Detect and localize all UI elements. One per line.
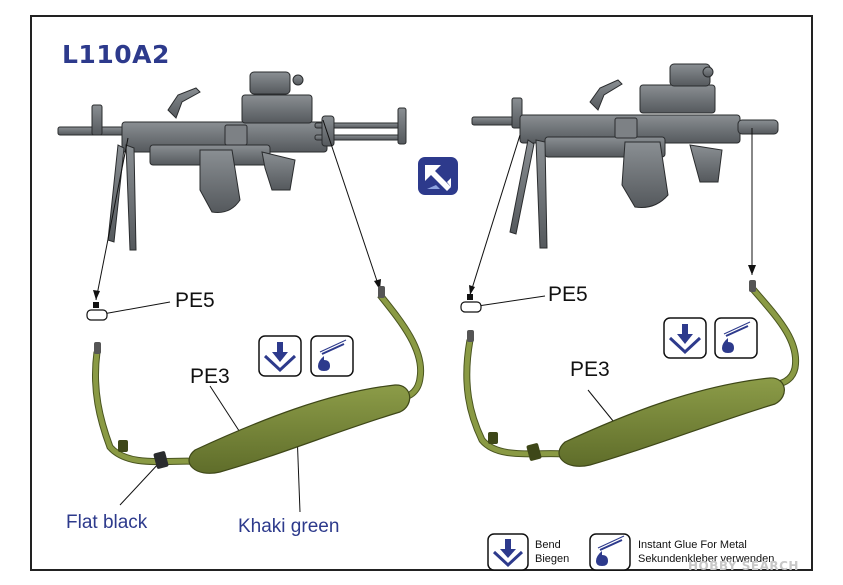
right-pe5-part	[460, 301, 482, 313]
left-machine-gun	[57, 71, 407, 251]
left-pe5-label: PE5	[175, 289, 215, 312]
color-flat-black-label: Flat black	[66, 512, 148, 533]
legend-bend-icon	[487, 533, 529, 571]
left-sling	[91, 286, 425, 474]
bend-icon	[663, 317, 707, 359]
legend-bend-line1: Bend	[535, 539, 561, 551]
legend-glue-line2: Sekundenkleber verwenden	[638, 553, 775, 565]
flip-view-icon	[418, 157, 458, 195]
left-pe5-marker	[93, 302, 99, 308]
glue-icon	[714, 317, 758, 359]
right-sling	[463, 280, 800, 467]
legend-glue-line1: Instant Glue For Metal	[638, 539, 747, 551]
right-pe3-label: PE3	[570, 358, 610, 381]
glue-icon	[310, 335, 354, 377]
right-pe5-label: PE5	[548, 283, 588, 306]
legend-glue-icon	[589, 533, 631, 571]
left-pe3-label: PE3	[190, 365, 230, 388]
legend-bend-line2: Biegen	[535, 553, 570, 565]
right-machine-gun	[471, 63, 779, 249]
legend-glue-text: Instant Glue For Metal Sekundenkleber ve…	[638, 538, 774, 566]
model-title: L110A2	[62, 40, 170, 69]
left-pe5-part	[86, 309, 108, 321]
right-pe5-marker	[467, 294, 473, 300]
legend-bend-text: Bend Biegen	[535, 538, 569, 566]
watermark: HOBBY SEARCH	[688, 559, 799, 573]
assembly-leader-lines	[95, 119, 753, 513]
bend-icon	[258, 335, 302, 377]
color-khaki-green-label: Khaki green	[238, 516, 340, 537]
